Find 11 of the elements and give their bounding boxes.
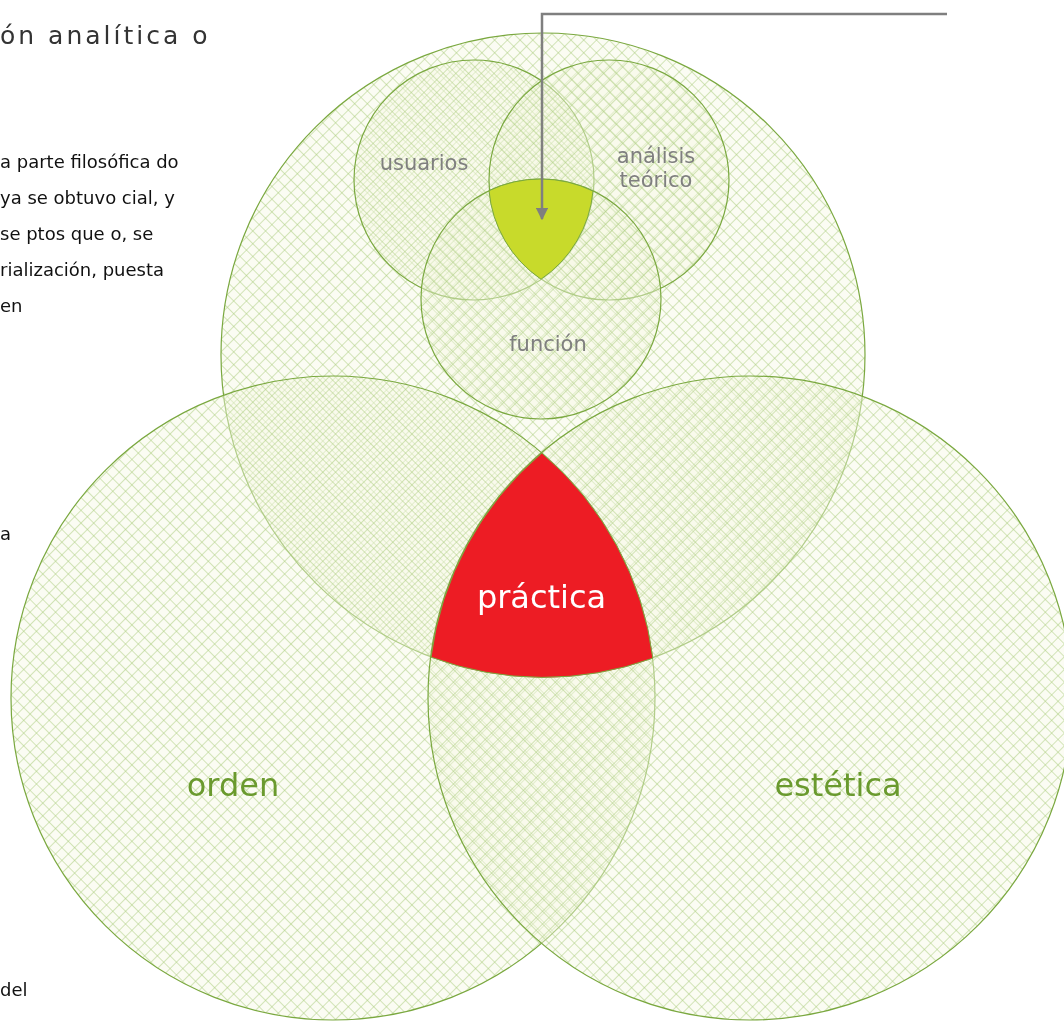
circle-label: análisis teórico — [615, 143, 697, 193]
title: ón analítica o — [0, 20, 212, 52]
circle-label: función — [509, 331, 587, 357]
circle-label: orden — [186, 766, 280, 804]
text-fragment: a — [0, 522, 13, 546]
circle-label: estética — [774, 766, 902, 804]
text-fragment: del — [0, 978, 29, 1002]
circle-label: práctica — [476, 578, 607, 616]
circle-label: usuarios — [379, 150, 469, 176]
paragraph: a parte filosófica do ya se obtuvo cial, y se ptos que o, se rialización, puesta en — [0, 150, 180, 318]
arrow — [535, 12, 947, 221]
